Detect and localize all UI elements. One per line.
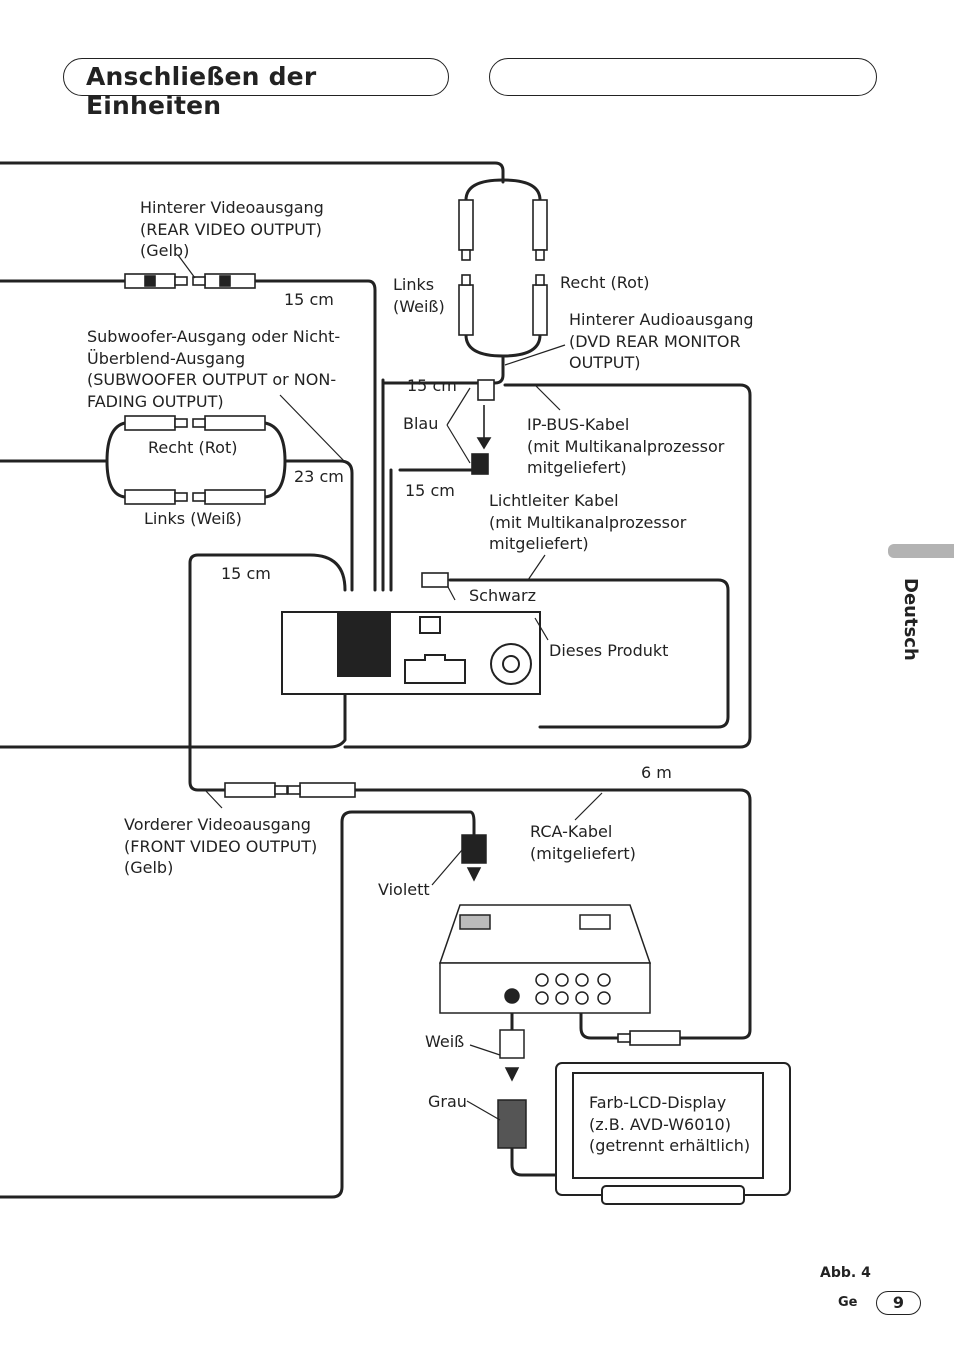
label-sub-left-white: Links (Weiß) [144, 509, 242, 528]
label-fiber-cable: Lichtleiter Kabel (mit Multikanalprozess… [489, 491, 687, 553]
label-length-15cm-left: 15 cm [221, 564, 271, 583]
label-length-15cm-ipbus: 15 cm [407, 376, 457, 395]
fiber-plug [421, 572, 449, 588]
title-box: Anschließen der Einheiten [63, 58, 449, 120]
rca-plug-sub-l1 [124, 489, 188, 505]
subwoofer-lead [283, 459, 354, 592]
language-tab-marker [888, 544, 954, 558]
page-title: Anschließen der Einheiten [86, 62, 317, 120]
rca-plug-rear-video-2 [192, 273, 256, 289]
rear-audio-loop-left [464, 178, 542, 202]
label-sub-right-red: Recht (Rot) [148, 438, 238, 457]
rca-plug-sub-r2 [192, 415, 266, 431]
label-white: Weiß [425, 1032, 465, 1051]
label-ip-bus-cable: IP-BUS-Kabel (mit Multikanalprozessor mi… [527, 415, 725, 477]
label-lcd-display: Farb-LCD-Display (z.B. AVD-W6010) (getre… [589, 1093, 751, 1155]
lcd-display-base [601, 1185, 745, 1205]
left-15cm-cable [188, 553, 752, 1040]
label-length-15cm-fiber: 15 cm [405, 481, 455, 500]
processor-front [439, 962, 651, 1014]
label-length-15cm-rear-video: 15 cm [284, 290, 334, 309]
grau-plug [497, 1099, 527, 1149]
label-rear-audio-output: Hinterer Audioausgang (DVD REAR MONITOR … [569, 310, 754, 372]
rca-plug-front-video-2 [287, 782, 356, 798]
rca-plug-sub-r1 [124, 415, 188, 431]
ip-bus-long [343, 383, 752, 749]
rca-plug-audio-l-top [458, 199, 474, 261]
label-audio-left-white: Links (Weiß) [393, 275, 445, 316]
rear-audio-down [381, 354, 505, 385]
violett-lead [468, 810, 476, 837]
language-label: Deutsch [900, 578, 921, 661]
rca-plug-display [617, 1030, 681, 1046]
rear-audio-loop-bottom [464, 333, 542, 358]
label-subwoofer-output: Subwoofer-Ausgang oder Nicht- Überblend-… [87, 327, 341, 411]
rca-plug-rear-video-1 [124, 273, 188, 289]
label-blue: Blau [403, 414, 439, 433]
ip-bus-plug-top [477, 379, 495, 401]
lcd-display-screen [572, 1072, 764, 1179]
label-this-product: Dieses Produkt [549, 641, 669, 660]
page-number: 9 [876, 1291, 921, 1315]
subwoofer-loop [105, 421, 287, 499]
label-black: Schwarz [469, 586, 536, 605]
fiber-cable-loop [448, 578, 730, 729]
ip-bus-plug-bottom [471, 453, 489, 475]
head-unit-harness [337, 611, 391, 677]
rear-video-cable [0, 279, 377, 592]
label-rear-video-output: Hinterer Videoausgang (REAR VIDEO OUTPUT… [140, 198, 324, 260]
label-audio-right-red: Recht (Rot) [560, 273, 650, 292]
rca-plug-front-video-1 [224, 782, 288, 798]
rca-plug-audio-r-top [532, 199, 548, 261]
label-grey: Grau [428, 1092, 467, 1111]
title-box-empty [489, 58, 877, 96]
rca-cable-down [579, 988, 622, 1040]
label-violet: Violett [378, 880, 430, 899]
label-length-6m: 6 m [641, 763, 672, 782]
figure-label: Abb. 4 [820, 1265, 871, 1281]
language-code: Ge [838, 1295, 858, 1310]
head-unit-connector [404, 654, 466, 684]
rca-plug-audio-r-bot [532, 274, 548, 336]
top-outer-cable [0, 161, 505, 184]
front-long-cable [0, 810, 472, 1199]
label-length-23cm: 23 cm [294, 467, 344, 486]
violett-plug [461, 834, 487, 864]
processor-top [438, 904, 652, 964]
head-unit-fiber-port [419, 616, 441, 634]
rca-plug-sub-l2 [192, 489, 266, 505]
left-outer-cable [0, 618, 347, 749]
grey-lead [510, 1146, 558, 1177]
label-rca-cable: RCA-Kabel (mitgeliefert) [530, 822, 636, 863]
weiss-plug [499, 1029, 525, 1059]
rca-plug-audio-l-bot [458, 274, 474, 336]
label-front-video-output: Vorderer Videoausgang (FRONT VIDEO OUTPU… [124, 815, 318, 877]
